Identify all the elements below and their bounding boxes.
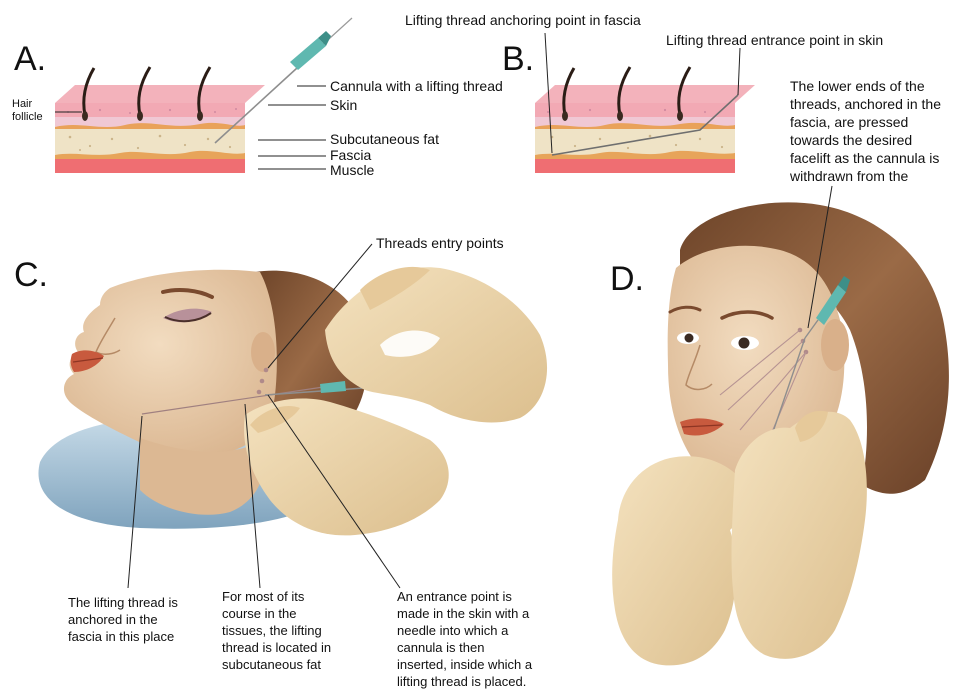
panel-c-illustration: [38, 267, 547, 535]
label-subcutaneous-fat: Subcutaneous fat: [330, 131, 439, 148]
panel-b-letter: B.: [502, 42, 534, 76]
label-muscle: Muscle: [330, 162, 374, 179]
panel-c-letter: C.: [14, 258, 48, 292]
label-cannula: Cannula with a lifting thread: [330, 78, 503, 95]
label-entrance-point: Lifting thread entrance point in skin: [666, 32, 883, 49]
note-anchored-in-fascia: The lifting thread is anchored in the fa…: [68, 594, 178, 645]
panel-d-letter: D.: [610, 262, 644, 296]
label-threads-entry-points: Threads entry points: [376, 235, 504, 252]
panel-a-skin-diagram: [55, 67, 265, 173]
note-entrance-point: An entrance point is made in the skin wi…: [397, 588, 532, 690]
panel-d-illustration: [612, 202, 949, 665]
label-hair-follicle: Hair follicle: [12, 98, 43, 124]
note-course-in-tissues: For most of its course in the tissues, t…: [222, 588, 331, 673]
panel-b-skin-diagram: [535, 67, 755, 173]
panel-a-letter: A.: [14, 42, 46, 76]
label-anchoring-point: Lifting thread anchoring point in fascia: [405, 12, 641, 29]
label-skin: Skin: [330, 97, 357, 114]
note-lower-ends: The lower ends of the threads, anchored …: [790, 77, 941, 185]
